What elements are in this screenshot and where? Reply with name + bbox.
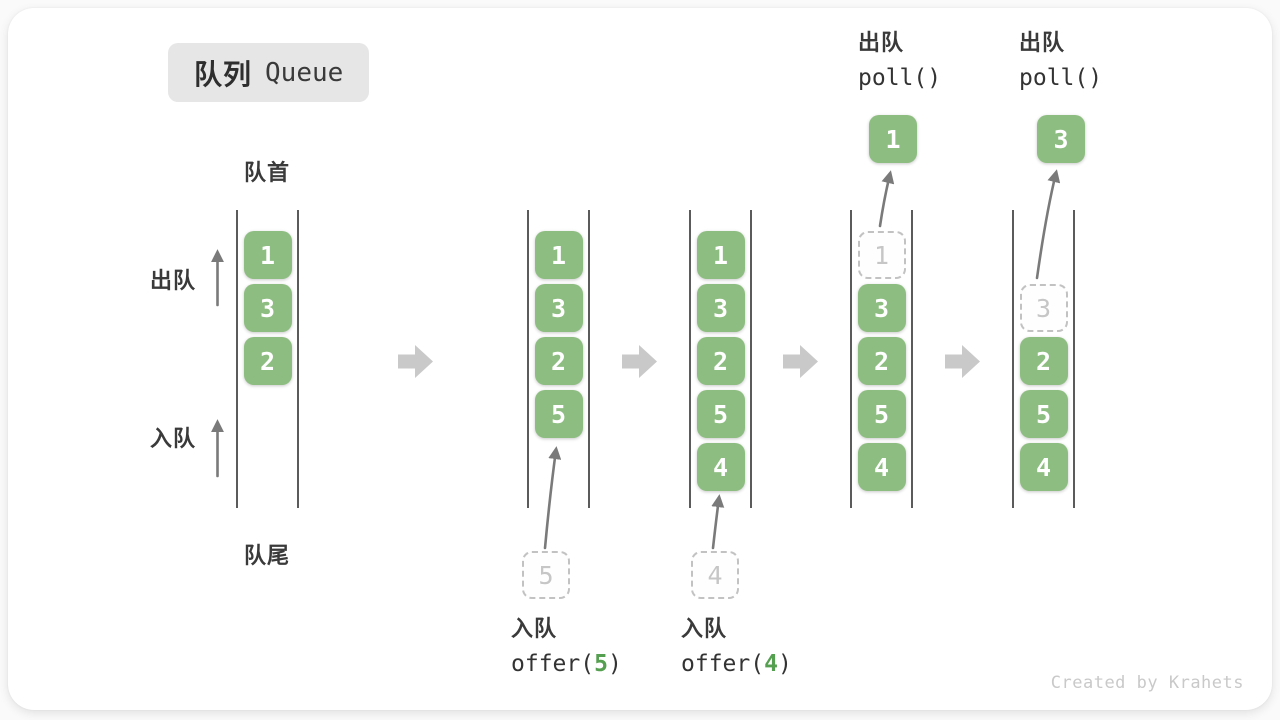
label-queue-front: 队首	[243, 160, 291, 185]
diagram-card	[8, 8, 1272, 710]
label-enqueue: 入队	[150, 426, 197, 451]
label-queue-rear: 队尾	[243, 543, 291, 568]
title-zh: 队列	[194, 58, 253, 90]
title-en: Queue	[265, 57, 344, 88]
watermark: Created by Krahets	[1050, 673, 1244, 693]
label-dequeue: 出队	[150, 268, 197, 293]
title-badge: 队列 Queue	[168, 43, 370, 102]
